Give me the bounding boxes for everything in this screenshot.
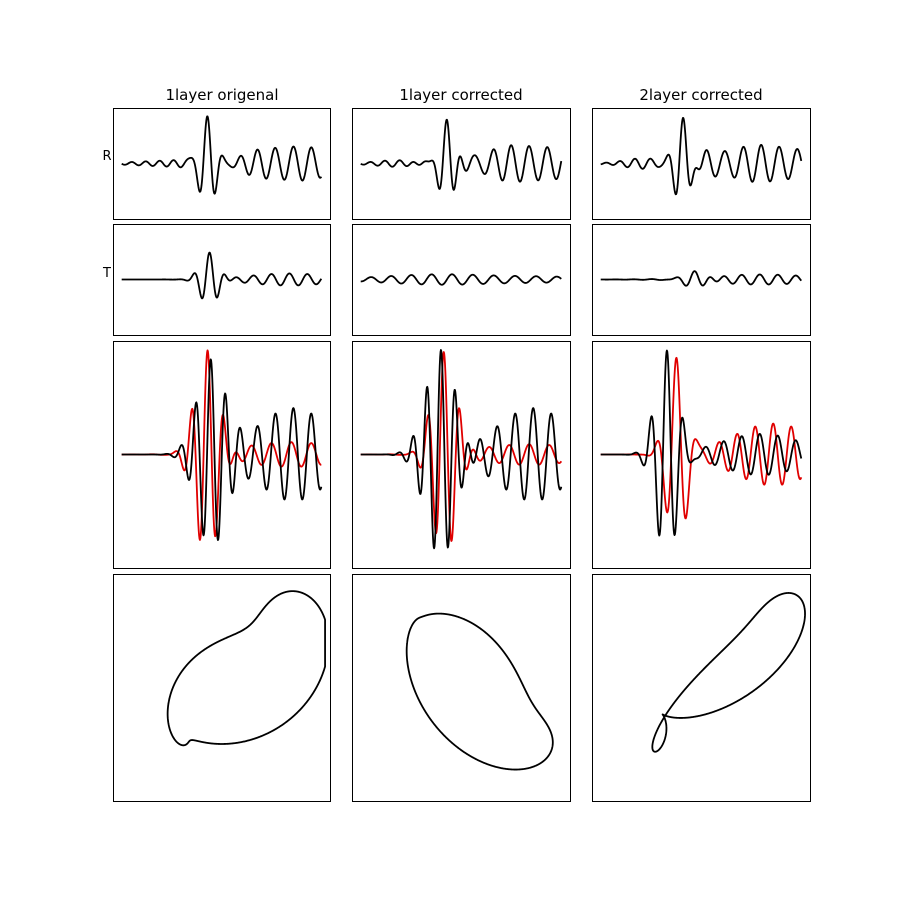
panel-particle-motion-2 xyxy=(352,574,571,802)
series-line-black xyxy=(360,118,563,191)
panel-t-3 xyxy=(592,224,811,336)
axes-frame xyxy=(352,341,571,569)
series-line-black xyxy=(600,270,802,287)
series-line-black xyxy=(121,358,323,541)
panel-r-1 xyxy=(113,108,331,220)
column-title-2: 1layer corrected xyxy=(399,86,522,104)
axes-frame xyxy=(113,341,331,569)
panel-particle-motion-3 xyxy=(592,574,811,802)
panel-overlay-3 xyxy=(592,341,811,569)
axes-frame xyxy=(592,108,811,220)
axes-frame xyxy=(113,224,331,336)
panel-overlay-2 xyxy=(352,341,571,569)
series-line-red xyxy=(600,356,803,520)
panel-r-3 xyxy=(592,108,811,220)
axes-frame xyxy=(113,108,331,220)
panel-t-1 xyxy=(113,224,331,336)
panel-particle-motion-1 xyxy=(113,574,331,802)
series-line-black xyxy=(121,115,323,195)
series-line-black xyxy=(121,251,323,300)
axes-frame xyxy=(352,108,571,220)
series-line-black xyxy=(360,349,563,550)
series-line-black xyxy=(360,273,562,286)
series-line-black xyxy=(600,117,803,196)
axes-frame xyxy=(352,574,571,802)
axes-frame xyxy=(352,224,571,336)
particle-motion-curve xyxy=(651,592,806,753)
axes-frame xyxy=(592,574,811,802)
particle-motion-curve xyxy=(405,612,554,771)
panel-overlay-1 xyxy=(113,341,331,569)
column-title-1: 1layer origenal xyxy=(165,86,278,104)
series-line-black xyxy=(600,349,803,537)
panel-t-2 xyxy=(352,224,571,336)
column-title-3: 2layer corrected xyxy=(639,86,762,104)
axes-frame xyxy=(592,341,811,569)
panel-grid xyxy=(113,108,811,802)
axes-frame xyxy=(592,224,811,336)
particle-motion-curve xyxy=(166,590,326,747)
axes-frame xyxy=(113,574,331,802)
row-label-t: T xyxy=(102,266,111,281)
row-label-r: R xyxy=(102,149,111,164)
panel-r-2 xyxy=(352,108,571,220)
